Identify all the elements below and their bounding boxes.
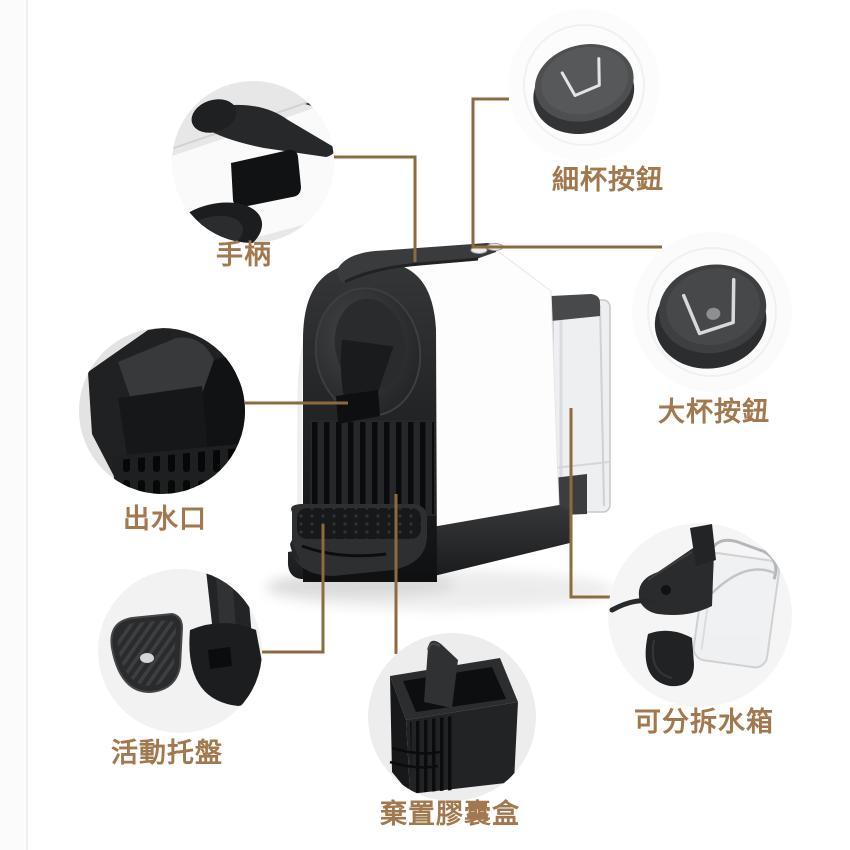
- movable-tray-label: 活動托盤: [111, 738, 223, 768]
- large-cup-icon: [681, 277, 736, 336]
- machine-brew-head: [314, 287, 422, 421]
- cup-buttons-connector-line: [471, 97, 662, 249]
- machine-water-tank: [551, 294, 611, 515]
- capsule-box-icon: [389, 640, 518, 794]
- small-cup-icon: [560, 57, 601, 97]
- water-outlet-label: 出水口: [123, 504, 207, 534]
- capsule-bin-label: 棄置膠囊盒: [380, 799, 520, 829]
- water-tank-connector-line: [569, 408, 610, 599]
- capsule-bin-callout: [368, 633, 536, 801]
- water-tank-callout: [608, 523, 792, 707]
- large-cup-button-label: 大杯按鈕: [658, 397, 770, 427]
- water-tank-icon: [609, 524, 780, 687]
- detachable-water-tank-label: 可分拆水箱: [634, 707, 774, 737]
- machine-drip-tray: [290, 504, 427, 576]
- movable-tray-callout: [98, 569, 262, 733]
- handle-connector-line: [334, 155, 417, 262]
- small-cup-button-label: 細杯按鈕: [552, 165, 664, 195]
- machine-vent-grille: [310, 420, 436, 516]
- capsule-slot: [231, 149, 301, 208]
- connector-lines: [245, 97, 662, 654]
- large-cup-button-callout: [632, 232, 792, 392]
- power-cable: [609, 598, 657, 613]
- handle-lever-icon: [205, 104, 334, 157]
- machine-spout: [336, 390, 380, 424]
- tank-lid: [551, 294, 600, 321]
- page-left-margin: [0, 0, 28, 850]
- handle-callout: [172, 81, 334, 243]
- handle-label: 手柄: [216, 240, 272, 270]
- small-cup-button-callout: [508, 9, 660, 161]
- movable-tray-connector-line: [262, 524, 325, 654]
- machine-top-lid-shade: [344, 257, 479, 284]
- water-outlet-callout: [79, 328, 245, 494]
- coffee-machine: [265, 243, 615, 610]
